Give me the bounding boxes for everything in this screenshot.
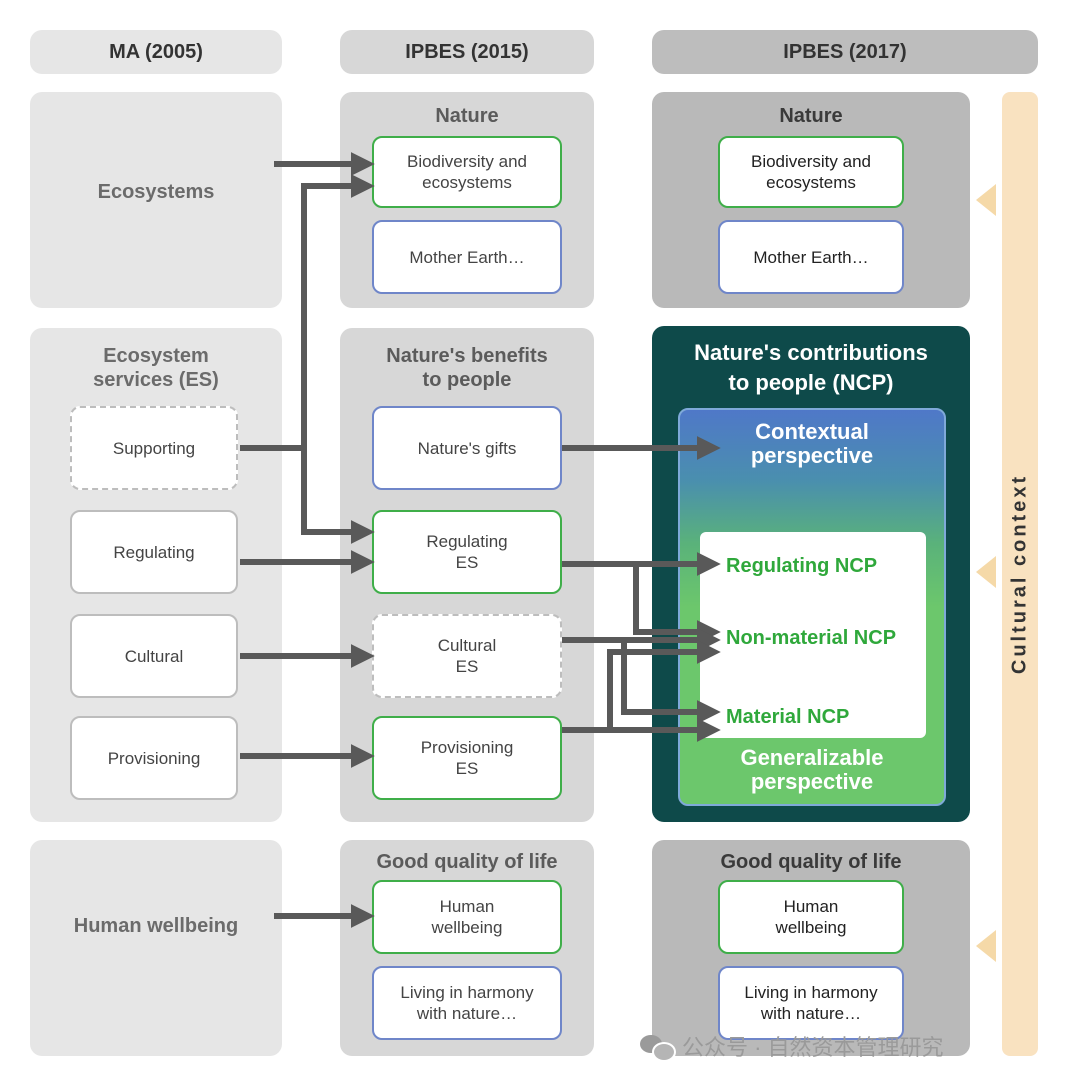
- ma-cultural-box: Cultural: [70, 614, 238, 698]
- ipbes2017-biodiversity-box: Biodiversity and ecosystems: [718, 136, 904, 208]
- context-triangle-bottom: [976, 930, 996, 962]
- header-ipbes-2015: IPBES (2015): [340, 30, 594, 74]
- ipbes2017-mother-earth-box: Mother Earth…: [718, 220, 904, 294]
- ipbes2017-gql-title: Good quality of life: [720, 851, 902, 873]
- ipbes2015-gql-title: Good quality of life: [376, 851, 558, 873]
- ipbes2015-mother-earth-box: Mother Earth…: [372, 220, 562, 294]
- watermark: 公众号 · 自然资本管理研究: [640, 1030, 944, 1062]
- ma-supporting-box: Supporting: [70, 406, 238, 490]
- arrow-cultural-es-to-material-ncp: [621, 640, 721, 724]
- ipbes2015-provisioning-es-box: Provisioning ES: [372, 716, 562, 800]
- cultural-context-bar: [1002, 92, 1038, 1056]
- ma-wellbeing-label: Human wellbeing: [73, 915, 239, 937]
- ma-ecosystems-panel: Ecosystems: [30, 92, 282, 308]
- header-ipbes-2017: IPBES (2017): [652, 30, 1038, 74]
- ma-es-title: Ecosystem services (ES): [93, 345, 219, 391]
- ma-regulating-box: Regulating: [70, 510, 238, 594]
- ipbes2015-nature-title: Nature: [435, 105, 499, 127]
- ma-wellbeing-panel: Human wellbeing: [30, 840, 282, 1056]
- material-ncp-label: Material NCP: [726, 706, 850, 728]
- arrow-supporting-to-biodiversity: [240, 174, 375, 451]
- ipbes2015-human-wellbeing-box: Human wellbeing: [372, 880, 562, 954]
- ncp-title: Nature's contributions to people (NCP): [694, 340, 928, 395]
- wechat-icon: [640, 1033, 676, 1062]
- ipbes2017-human-wellbeing-box: Human wellbeing: [718, 880, 904, 954]
- arrow-supporting-to-regulating-es: [301, 448, 375, 544]
- arrow-provisioning-es-to-nonmaterial-ncp: [607, 640, 721, 730]
- ma-provisioning-box: Provisioning: [70, 716, 238, 800]
- ipbes2015-biodiversity-box: Biodiversity and ecosystems: [372, 136, 562, 208]
- ipbes2015-gifts-box: Nature's gifts: [372, 406, 562, 490]
- ipbes2017-harmony-box: Living in harmony with nature…: [718, 966, 904, 1040]
- ipbes2015-benefits-title: Nature's benefits to people: [386, 345, 548, 391]
- contextual-perspective-label: Contextual perspective: [750, 419, 874, 468]
- ipbes2017-nature-title: Nature: [779, 105, 843, 127]
- arrow-regulating-es-to-nonmaterial-ncp: [633, 564, 721, 644]
- ncp-white-inner-box: [700, 532, 926, 738]
- ma-ecosystems-label: Ecosystems: [97, 181, 215, 203]
- watermark-text: 公众号 · 自然资本管理研究: [682, 1035, 944, 1060]
- context-triangle-top: [976, 184, 996, 216]
- header-ma: MA (2005): [30, 30, 282, 74]
- ipbes2015-harmony-box: Living in harmony with nature…: [372, 966, 562, 1040]
- nonmaterial-ncp-label: Non-material NCP: [726, 627, 897, 649]
- generalizable-perspective-label: Generalizable perspective: [740, 745, 884, 794]
- ipbes2015-regulating-es-box: Regulating ES: [372, 510, 562, 594]
- context-triangle-middle: [976, 556, 996, 588]
- regulating-ncp-label: Regulating NCP: [726, 555, 878, 577]
